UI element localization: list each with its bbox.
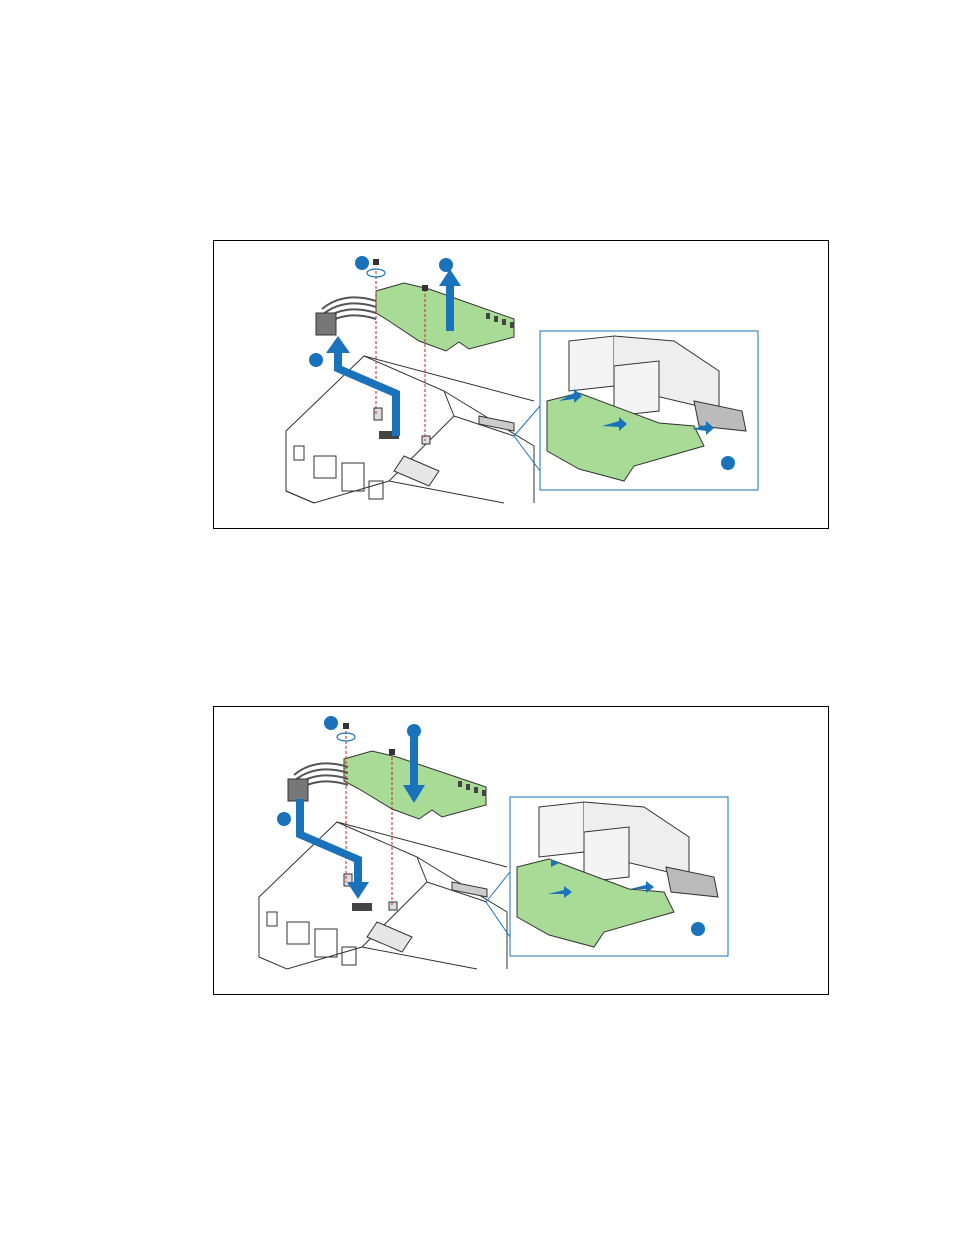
callout-marker — [309, 353, 323, 367]
screw-icon — [343, 723, 395, 755]
callout-marker — [691, 922, 705, 936]
pull-arrow-icon — [326, 336, 400, 436]
board-connector — [352, 903, 372, 911]
callout-marker — [355, 256, 369, 270]
callout-marker — [407, 724, 421, 738]
detail-inset — [486, 797, 728, 956]
cable-connector — [288, 779, 308, 801]
illustration-remove — [214, 241, 830, 530]
power-distribution-board — [376, 283, 514, 351]
callout-marker — [324, 716, 338, 730]
callout-marker — [439, 258, 453, 272]
figure-install-board — [213, 706, 829, 995]
figure-remove-board — [213, 240, 829, 529]
server-chassis — [286, 356, 534, 503]
cable-connector — [316, 313, 336, 335]
callout-marker — [277, 812, 291, 826]
callout-marker — [721, 456, 735, 470]
server-chassis — [259, 822, 507, 969]
push-arrow-icon — [296, 799, 369, 899]
illustration-install — [214, 707, 830, 996]
detail-inset — [514, 331, 758, 490]
